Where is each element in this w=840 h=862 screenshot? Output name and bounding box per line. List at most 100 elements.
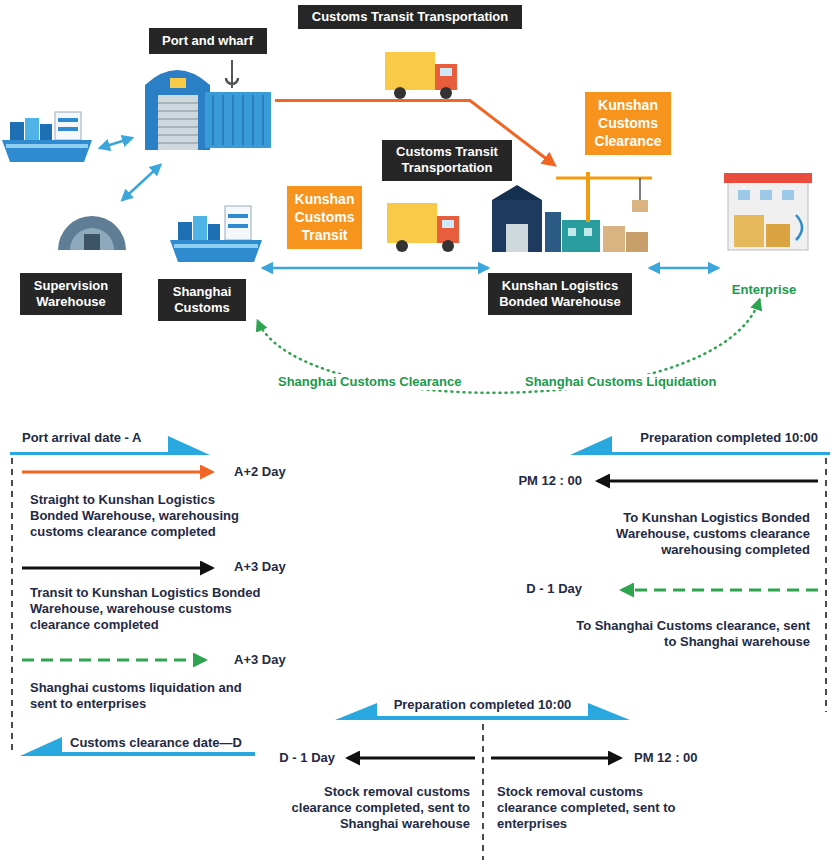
bonded-warehouse-icon-part	[492, 185, 542, 200]
port-icon	[145, 60, 271, 150]
label-box: Kunshan Logistics Bonded Warehouse	[488, 273, 632, 316]
timeline-part	[22, 659, 205, 662]
bonded-warehouse-icon-part	[568, 228, 576, 236]
label-box: Shanghai Customs	[158, 279, 246, 322]
timeline-part	[22, 567, 212, 570]
ship-icon-part	[225, 206, 251, 240]
ship-icon-part	[170, 240, 262, 262]
box-text: Kunshan Customs Clearance	[589, 96, 667, 151]
timeline-part	[482, 724, 484, 860]
timeline	[10, 436, 830, 860]
icon-node: Enterprise	[718, 170, 810, 300]
note-text: Shanghai customs liquidation and sent to…	[30, 680, 265, 712]
ship-icon-part	[58, 118, 78, 122]
ship-icon-part	[178, 222, 192, 240]
note-text: Shanghai Customs Liquidation	[522, 374, 719, 390]
icon-node: Supervision Warehouse	[20, 200, 130, 315]
port-icon-part-part	[252, 95, 254, 145]
truck-icon-part	[437, 216, 459, 243]
truck-icon-part	[385, 52, 435, 90]
truck-icon-part	[435, 64, 457, 90]
ship-icon-part	[228, 224, 248, 228]
timeline-part	[22, 471, 212, 474]
enterprise-icon-part	[796, 215, 802, 240]
timeline-part	[491, 757, 620, 760]
note-text: Transit to Kunshan Logistics Bonded Ware…	[30, 585, 265, 633]
port-icon-part	[226, 78, 238, 84]
port-icon-part-part	[262, 95, 264, 145]
icon-node: Shanghai Customs	[158, 203, 263, 321]
enterprise-icon-part	[782, 190, 794, 200]
port-icon-part-part	[158, 134, 198, 136]
note-text: Preparation completed 10:00	[380, 697, 585, 713]
ship-icon-part	[40, 124, 52, 140]
port-icon-part-part	[222, 95, 224, 145]
port-icon-part-part	[158, 142, 198, 144]
timeline-part	[622, 589, 818, 592]
note-text: A+3 Day	[234, 559, 286, 575]
label-box: Customs Transit Transportation	[382, 140, 512, 181]
label-box: Kunshan Customs Clearance	[585, 92, 671, 155]
port-icon-part	[158, 103, 198, 143]
warehouse-dome-icon-part	[58, 216, 126, 250]
label-box: Customs Transit Transportation	[298, 5, 522, 29]
truck-icon-part	[440, 87, 452, 99]
port-icon-part-part	[158, 102, 198, 104]
ship-icon-part	[208, 224, 220, 240]
note-text: To Shanghai Customs clearance, sent to S…	[570, 618, 810, 650]
truck-icon-part	[442, 220, 454, 228]
enterprise-icon-part	[724, 173, 812, 183]
note-text: PM 12 : 00	[518, 473, 582, 489]
ship-icon-part	[6, 144, 88, 148]
warehouse-dome-icon	[58, 216, 126, 250]
port-icon-part-part	[158, 118, 198, 120]
port-icon-part	[170, 78, 186, 88]
enterprise-icon-part	[734, 215, 764, 247]
note-text: A+2 Day	[234, 464, 286, 480]
ship-port-arrow	[100, 138, 132, 148]
node-label: Enterprise	[729, 280, 799, 300]
bonded-warehouse-icon-part	[626, 232, 648, 252]
bonded-warehouse-icon-part	[639, 178, 641, 200]
bonded-warehouse-icon-part	[492, 200, 542, 252]
ship-icon	[2, 112, 92, 162]
bonded-warehouse-icon-part	[556, 177, 652, 180]
note-text: Preparation completed 10:00	[640, 430, 818, 446]
icon-node: Kunshan Logistics Bonded Warehouse	[488, 165, 650, 315]
ship-icon-part	[58, 127, 78, 131]
truck-icon	[385, 52, 457, 99]
port-icon-part-part	[158, 126, 198, 128]
ship-icon-part	[193, 216, 207, 240]
note-text: D - 1 Day	[526, 581, 582, 597]
ship-icon-part	[55, 112, 81, 140]
note-text: Port arrival date - A	[22, 430, 141, 446]
note-text: PM 12 : 00	[634, 750, 698, 766]
port-icon-part-part	[212, 95, 214, 145]
port-icon-part-part	[242, 95, 244, 145]
truck-icon-part	[396, 240, 408, 252]
label-box: Kunshan Customs Transit	[287, 186, 362, 249]
bonded-warehouse-icon-part	[545, 212, 561, 252]
timeline-part	[11, 458, 13, 752]
connector	[650, 267, 718, 270]
box-text: Kunshan Customs Transit	[291, 190, 358, 245]
port-icon-part	[213, 95, 263, 145]
ship-icon-part	[25, 118, 39, 140]
note-text: Shanghai Customs Clearance	[275, 374, 465, 390]
box-text: Customs Transit Transportation	[390, 144, 504, 177]
timeline-part	[825, 458, 827, 712]
note-text: Stock removal customs clearance complete…	[497, 784, 677, 832]
truck-icon-part	[442, 240, 454, 252]
port-icon-part	[205, 92, 271, 148]
ship-icon-part	[2, 140, 92, 162]
icon-node: Port and wharf	[140, 25, 275, 165]
note-text: D - 1 Day	[279, 750, 335, 766]
warehouse-dome-icon-part	[70, 228, 114, 250]
note-text: A+3 Day	[234, 652, 286, 668]
label-box: Supervision Warehouse	[20, 273, 122, 316]
port-icon-part	[145, 70, 210, 150]
bonded-warehouse-icon-part	[562, 220, 600, 252]
ship-icon-part	[10, 122, 24, 140]
connector	[122, 165, 160, 200]
